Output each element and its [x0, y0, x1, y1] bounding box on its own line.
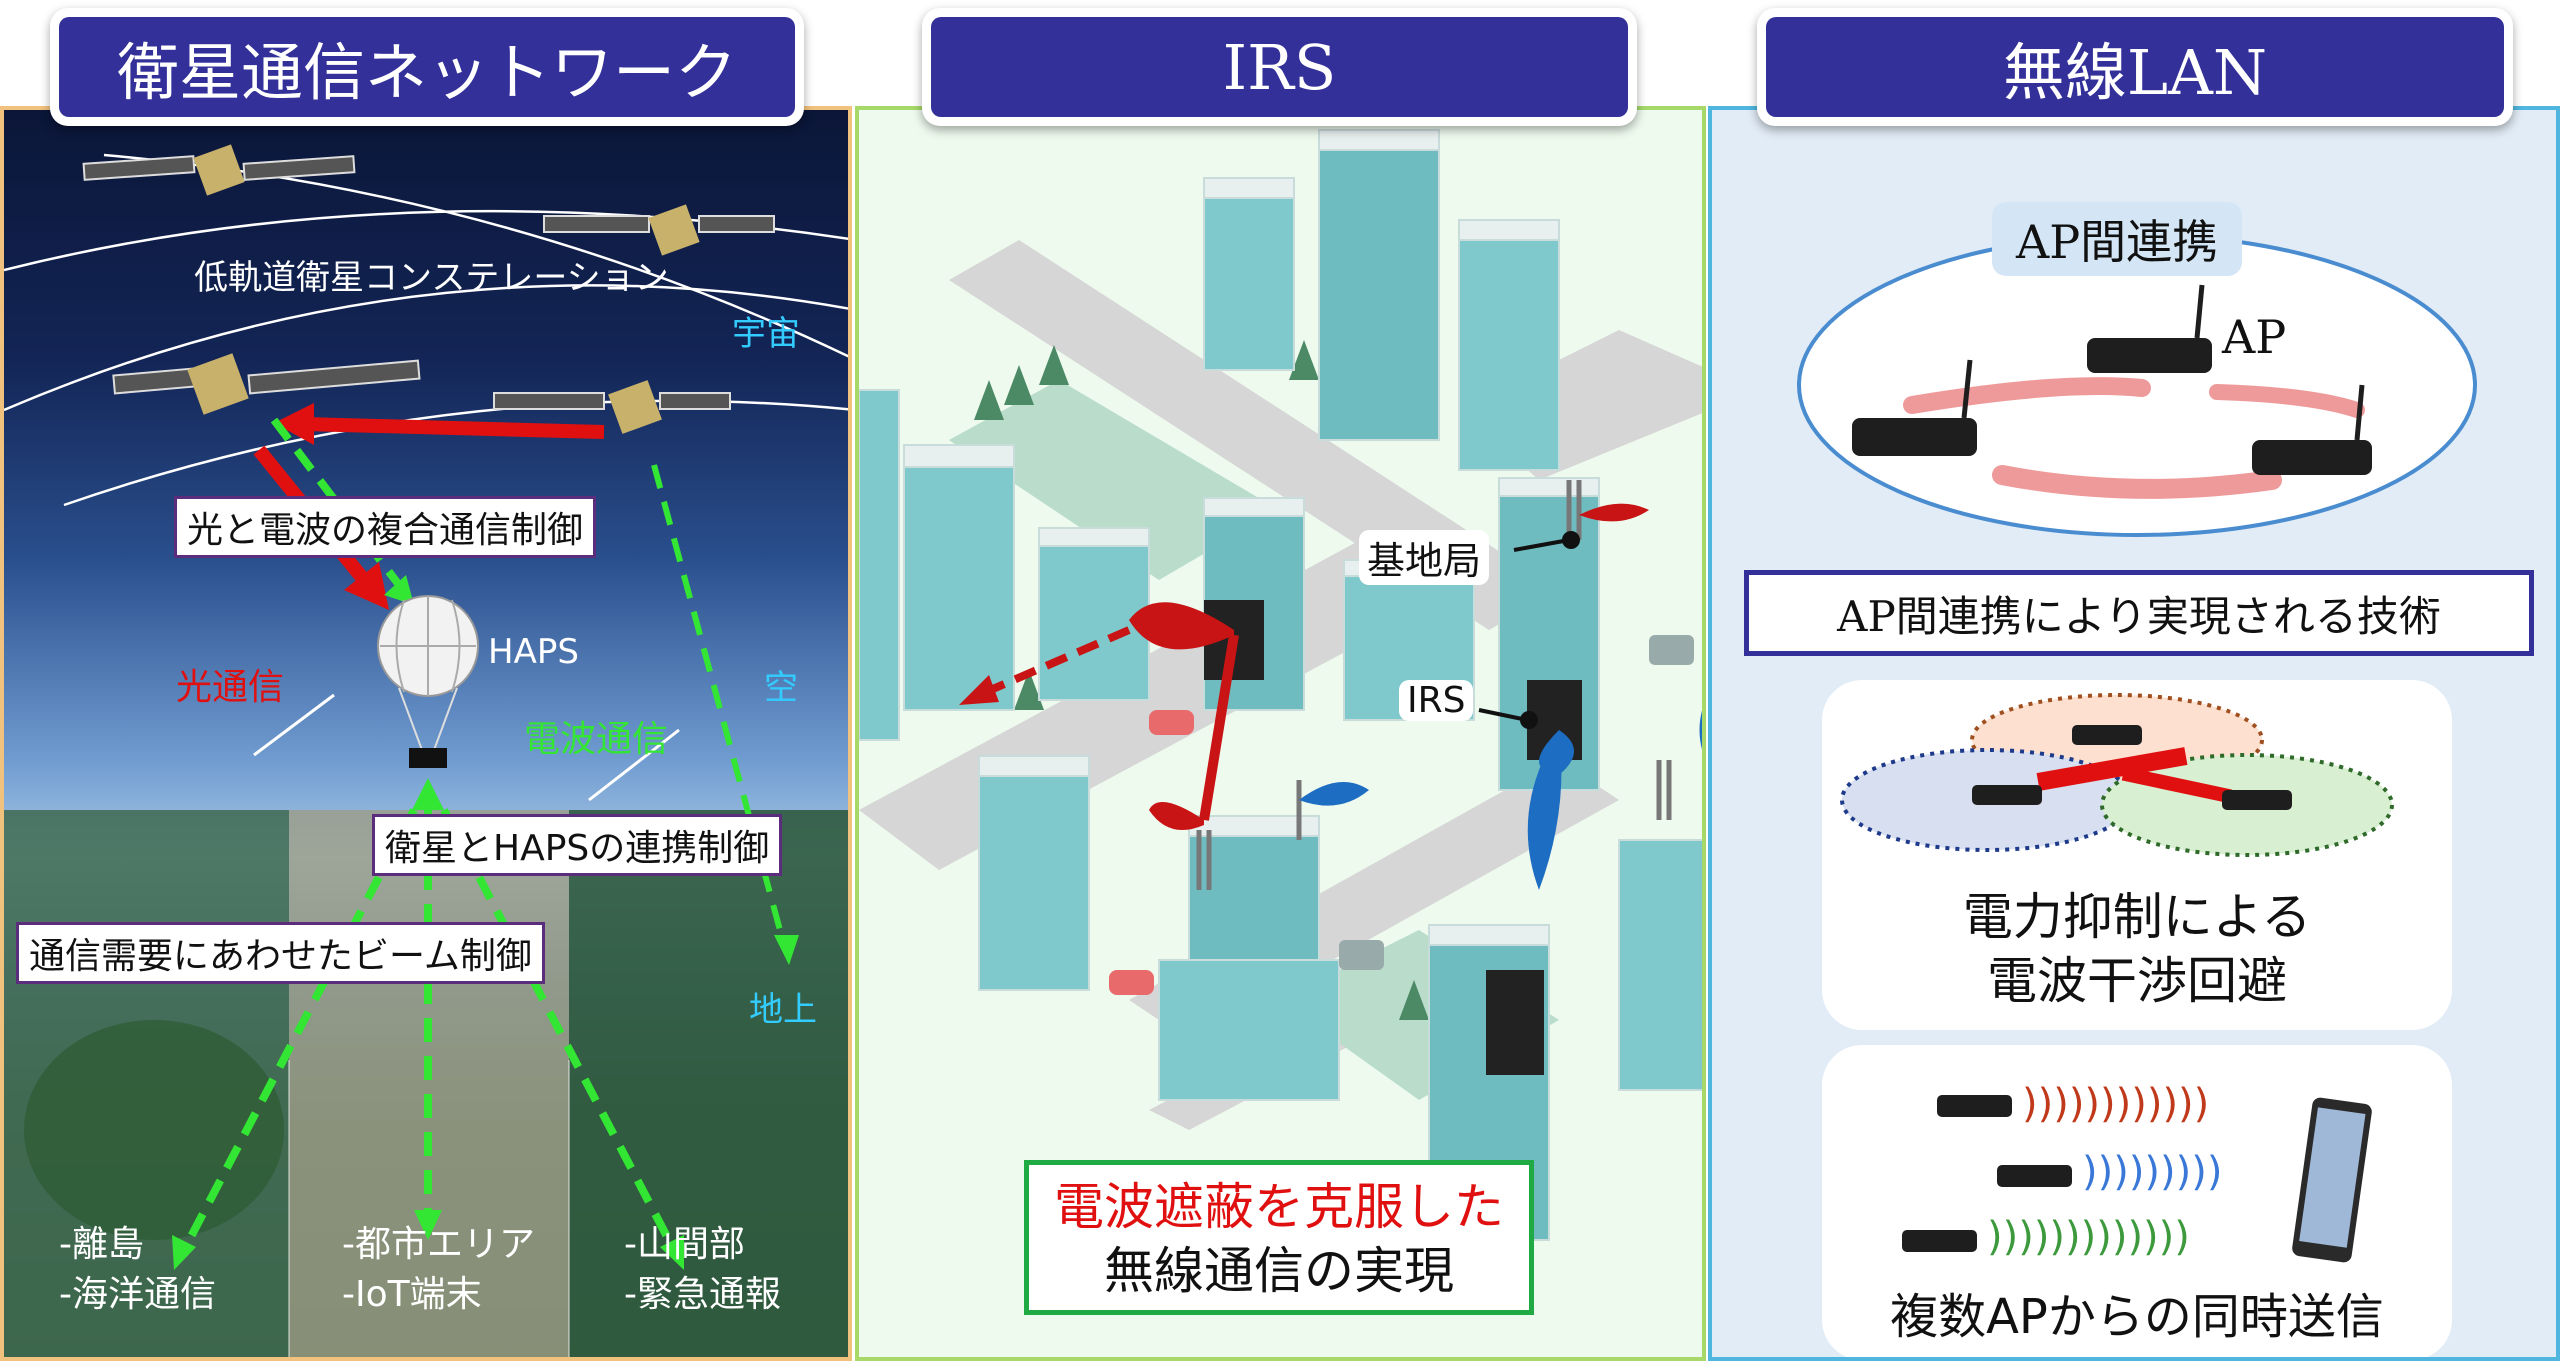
svg-text:))))))))))))): ))))))))))))): [1987, 1214, 2190, 1260]
beam-control-label: 通信需要にあわせたビーム制御: [16, 922, 545, 984]
interference-diagram: [1840, 693, 2394, 857]
area-island: -離島-海洋通信: [59, 1224, 216, 1315]
router-icon: [2222, 790, 2292, 810]
irs-label: IRS: [1399, 680, 1474, 721]
ap-label: AP: [2222, 310, 2287, 364]
constellation-label: 低軌道衛星コンステレーション: [194, 258, 669, 298]
satellite-panel: 低軌道衛星コンステレーション 宇宙 空 地上 光と電波の複合通信制御 光通信 H…: [0, 106, 852, 1361]
satellite-icon: [82, 144, 356, 196]
router-icon: [1972, 785, 2042, 805]
sky-label: 空: [764, 668, 798, 708]
irs-panel: 基地局 IRS 電波遮蔽を克服した 無線通信の実現: [855, 106, 1706, 1361]
irs-header: IRS: [922, 8, 1637, 126]
svg-text:))))))))): ))))))))): [2082, 1149, 2222, 1195]
router-icon: [1937, 1095, 2012, 1117]
ap-coop-title: AP間連携: [1992, 202, 2243, 276]
ground-label: 地上: [749, 990, 817, 1030]
power-line1: 電力抑制による: [1962, 888, 2312, 946]
space-label: 宇宙: [732, 314, 800, 354]
wlan-header-title: 無線LAN: [1766, 17, 2504, 117]
router-icon: [1997, 1165, 2072, 1187]
satellite-icon: [493, 380, 731, 434]
power-line2: 電波干渉回避: [1987, 952, 2287, 1010]
hybrid-control-label: 光と電波の複合通信制御: [174, 496, 597, 558]
radio-comm-label: 電波通信: [524, 719, 669, 760]
power-control-card: 電力抑制による 電波干渉回避: [1822, 680, 2452, 1030]
satellite-header: 衛星通信ネットワーク: [50, 8, 804, 126]
city-illustration: [859, 129, 1702, 1241]
simultaneous-tx-card: )))))))))))) ))))))))) ))))))))))))) 複数A…: [1822, 1045, 2452, 1357]
satellite-icon: [543, 204, 775, 256]
irs-caption-box: 電波遮蔽を克服した 無線通信の実現: [1024, 1160, 1534, 1315]
area-urban: -都市エリア-IoT端末: [342, 1224, 535, 1315]
svg-text:)))))))))))): )))))))))))): [2022, 1081, 2209, 1127]
base-station-label: 基地局: [1359, 530, 1490, 585]
router-icon: [2072, 725, 2142, 745]
wlan-header: 無線LAN: [1757, 8, 2513, 126]
sat-haps-control-label: 衛星とHAPSの連携制御: [372, 814, 783, 876]
ap-coop-diagram: [1797, 233, 2477, 537]
router-icon: [2087, 284, 2212, 373]
router-icon: [1902, 1230, 1977, 1252]
router-icon: [2252, 384, 2372, 475]
haps-label: HAPS: [488, 632, 579, 672]
satellite-icon: [112, 353, 421, 415]
beam-red: [1129, 602, 1234, 650]
satellite-header-title: 衛星通信ネットワーク: [59, 17, 795, 117]
ap-coop-tech-box: AP間連携により実現される技術: [1744, 570, 2534, 656]
optical-comm-label: 光通信: [176, 667, 285, 708]
simultaneous-tx-diagram: )))))))))))) ))))))))) ))))))))))))): [1902, 1081, 2372, 1263]
irs-caption-line1: 電波遮蔽を克服した: [1054, 1178, 1504, 1236]
haps-balloon-icon: [377, 595, 479, 768]
router-icon: [1852, 359, 1977, 456]
irs-caption-line2: 無線通信の実現: [1104, 1242, 1454, 1300]
area-mountain: -山間部-緊急通報: [624, 1224, 781, 1315]
satellite-scene: [4, 144, 848, 1357]
irs-header-title: IRS: [931, 17, 1628, 117]
simultaneous-tx-label: 複数APからの同時送信: [1890, 1289, 2384, 1345]
wlan-panel: AP間連携 AP AP間連携により実現される技術 電力抑制による 電波干渉回避 …: [1708, 106, 2560, 1361]
